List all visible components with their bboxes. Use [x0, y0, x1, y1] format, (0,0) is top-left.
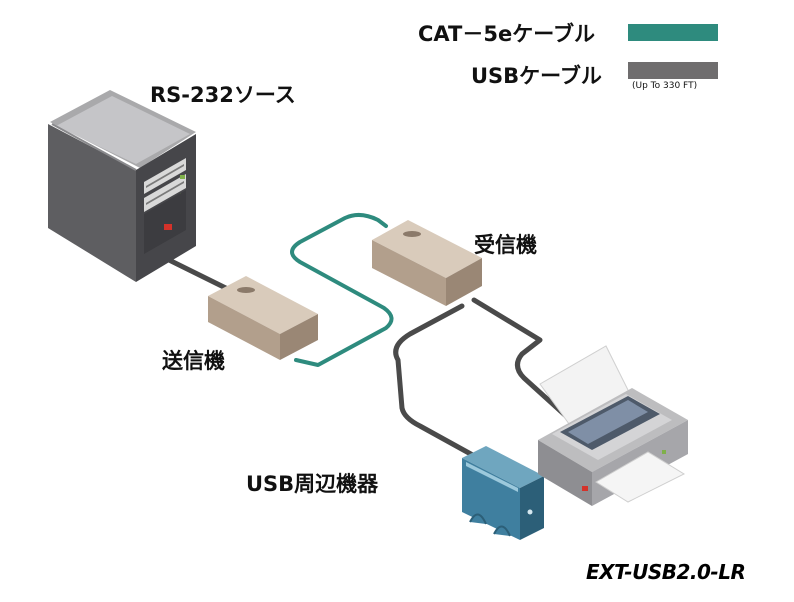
legend-usb-note: (Up To 330 FT) [632, 81, 698, 91]
legend-usb-label: USBケーブル [471, 64, 602, 88]
legend-cat5e-label: CAT－5eケーブル [418, 22, 595, 46]
usb-cable-receiver-to-drive [393, 303, 481, 461]
printer-icon [538, 345, 688, 506]
usb-cable-receiver-to-printer [471, 297, 569, 419]
receiver-box-icon [372, 220, 482, 306]
usb-drive-icon [462, 446, 544, 540]
model-name: EXT-USB2.0-LR [586, 560, 746, 584]
pc-tower-icon [48, 90, 196, 282]
label-peripheral: USB周辺機器 [246, 472, 379, 496]
cat5e-cable [290, 213, 394, 367]
legend-cat5e-swatch [628, 24, 718, 41]
label-receiver: 受信機 [474, 233, 537, 257]
transmitter-box-icon [208, 276, 318, 360]
label-transmitter: 送信機 [162, 349, 225, 373]
label-source: RS-232ソース [150, 83, 296, 107]
legend-usb-swatch [628, 62, 718, 79]
